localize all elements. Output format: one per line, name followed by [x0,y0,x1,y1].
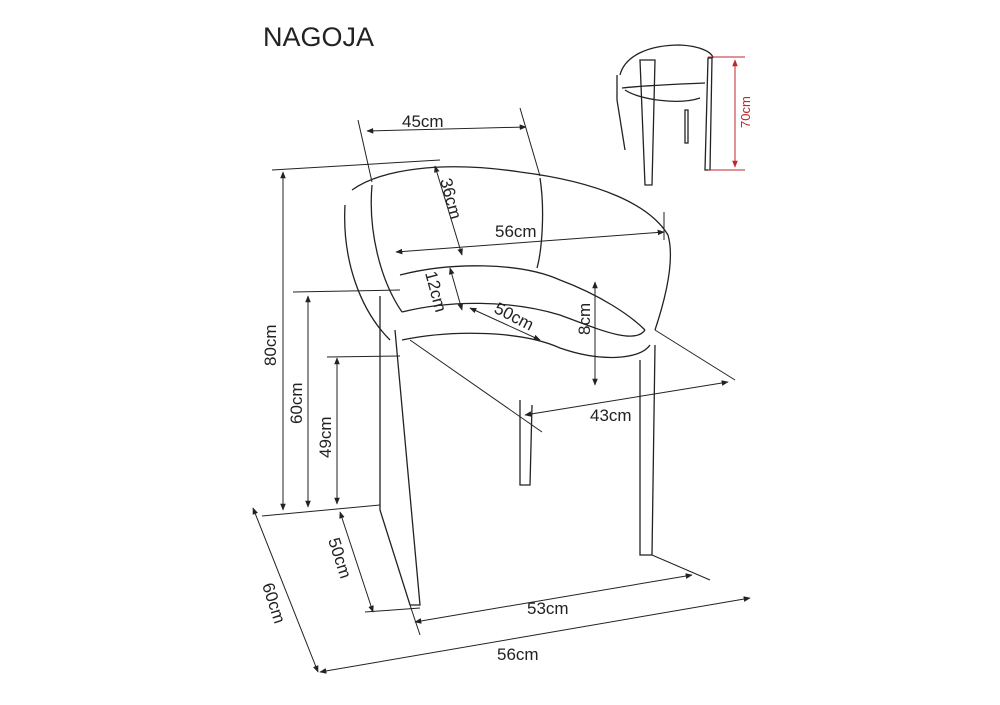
label-back-height: 36cm [436,176,465,221]
label-seat-thickness: 8cm [575,303,594,335]
chair-front-drawing [344,166,671,606]
chair-back-view-thumbnail [616,44,745,186]
label-seat-width: 43cm [590,406,632,425]
product-title: NAGOJA [263,22,374,52]
label-seat-depth: 50cm [491,299,537,335]
label-total-width: 56cm [497,645,539,664]
label-back-width: 45cm [402,112,444,131]
label-total-height: 80cm [261,324,280,366]
label-leg-width: 53cm [527,599,569,618]
dimension-lines [252,107,751,674]
label-arm-width: 56cm [495,222,537,241]
label-armrest-height: 60cm [287,382,306,424]
label-back-view-height: 70cm [738,96,753,128]
label-seat-height: 49cm [316,416,335,458]
